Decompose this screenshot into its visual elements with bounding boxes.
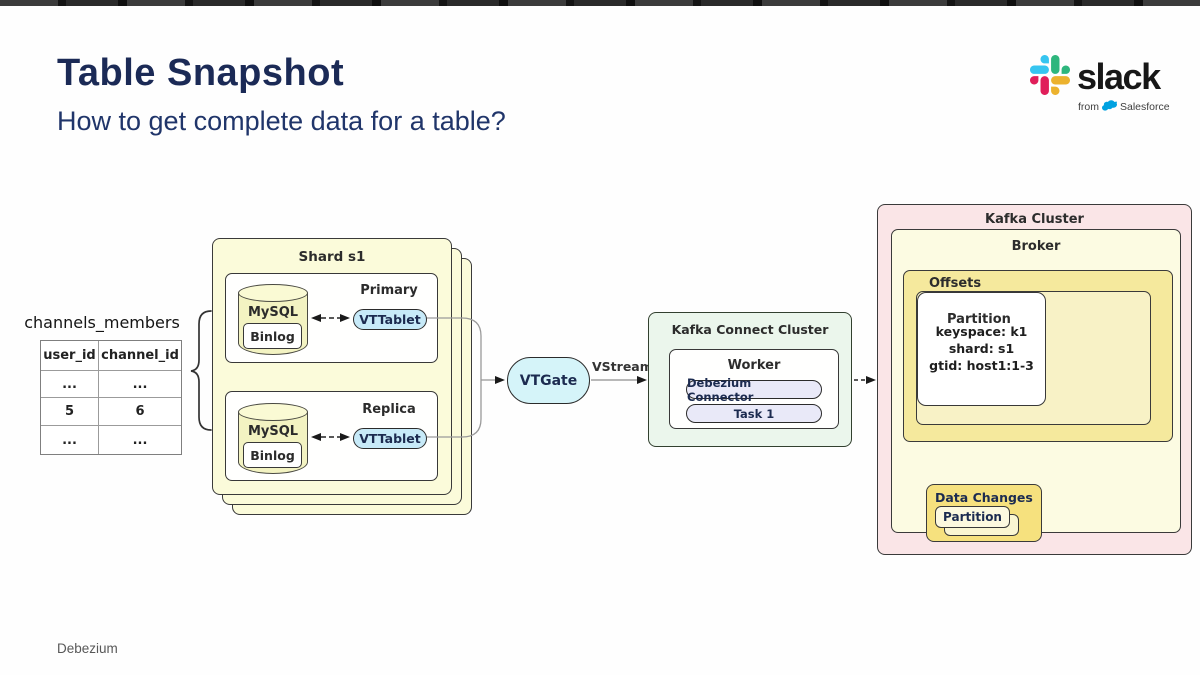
- worker-box: Worker Debezium Connector Task 1: [669, 349, 839, 429]
- top-window-strip: [0, 0, 1200, 6]
- vttablet-primary: VTTablet: [353, 309, 427, 330]
- table-cell: ...: [132, 432, 148, 448]
- keyspace-line: keyspace: k1: [935, 324, 1028, 339]
- data-changes-title: Data Changes: [935, 490, 1033, 505]
- kafka-cluster-title: Kafka Cluster: [985, 212, 1084, 227]
- table-cell: ...: [41, 426, 99, 454]
- shard-line: shard: s1: [948, 341, 1015, 356]
- table-cell: ...: [41, 371, 99, 398]
- partition-title: Partition: [947, 312, 1011, 327]
- company-label: Salesforce: [1120, 101, 1170, 113]
- worker-title: Worker: [727, 358, 781, 373]
- vttablet-replica: VTTablet: [353, 428, 427, 449]
- broker-box: Broker Offsets Partition keyspace: k1 sh…: [891, 229, 1181, 542]
- kafka-connect-title: Kafka Connect Cluster: [671, 322, 829, 337]
- mysql-cylinder-icon: MySQL Binlog: [238, 403, 308, 474]
- debezium-connector-node: Debezium Connector: [686, 376, 822, 404]
- from-label: from: [1078, 101, 1099, 113]
- page-title: Table Snapshot: [57, 52, 345, 94]
- broker-title: Broker: [1011, 239, 1061, 254]
- data-changes-box: Data Changes Partition: [926, 484, 1042, 542]
- table-header-cell: user_id: [41, 341, 99, 371]
- binlog-box: Binlog: [243, 323, 302, 349]
- slack-wordmark: slack: [1077, 56, 1161, 97]
- table-cell: ...: [99, 371, 181, 398]
- vstream-label: VStream: [592, 359, 653, 374]
- kafka-cluster-box: Kafka Cluster Broker Offsets Partition k…: [877, 204, 1192, 555]
- gtid-line: gtid: host1:1-3: [929, 358, 1034, 373]
- slack-brand: slack from Salesforce: [1030, 55, 1180, 114]
- offset-detail-box: keyspace: k1 shard: s1 gtid: host1:1-3: [917, 292, 1046, 406]
- partition-chip: Partition: [935, 506, 1010, 528]
- task-node: Task 1: [686, 404, 822, 423]
- mysql-label: MySQL: [247, 305, 299, 320]
- replica-box: Replica MySQL Binlog VTTablet: [225, 391, 438, 481]
- table-cell: 6: [99, 398, 181, 426]
- primary-box: Primary MySQL Binlog VTTablet: [225, 273, 438, 363]
- footer-attribution: Debezium: [57, 641, 118, 656]
- kafka-connect-cluster-box: Kafka Connect Cluster Worker Debezium Co…: [648, 312, 852, 447]
- page-subtitle: How to get complete data for a table?: [57, 106, 506, 136]
- binlog-box: Binlog: [243, 442, 302, 468]
- table-cell: 5: [41, 398, 99, 426]
- arrowhead-kafka-connect: [637, 376, 647, 384]
- primary-title: Primary: [360, 283, 418, 298]
- members-table: user_id channel_id ... ... 5 6 ... ...: [40, 340, 182, 455]
- shard-title: Shard s1: [298, 249, 366, 265]
- offsets-title: Offsets: [929, 276, 982, 291]
- arrowhead-vtgate: [495, 376, 505, 384]
- salesforce-cloud-icon: [1102, 100, 1117, 114]
- curly-brace: [190, 310, 212, 431]
- mysql-cylinder-icon: MySQL Binlog: [238, 284, 308, 355]
- vtgate-node: VTGate: [507, 357, 590, 404]
- mysql-label: MySQL: [247, 424, 299, 439]
- offsets-box: Offsets Partition keyspace: k1 shard: s1…: [903, 270, 1173, 442]
- partition-box: Partition keyspace: k1 shard: s1 gtid: h…: [916, 291, 1151, 425]
- slack-logo-icon: [1030, 55, 1070, 99]
- arrowhead-kafka-cluster: [866, 376, 876, 384]
- shard-box: Shard s1 Primary MySQL Binlog VTTablet R…: [212, 238, 452, 495]
- table-header-cell: channel_id: [99, 341, 181, 371]
- replica-title: Replica: [362, 402, 416, 417]
- members-table-title: channels_members: [24, 313, 180, 332]
